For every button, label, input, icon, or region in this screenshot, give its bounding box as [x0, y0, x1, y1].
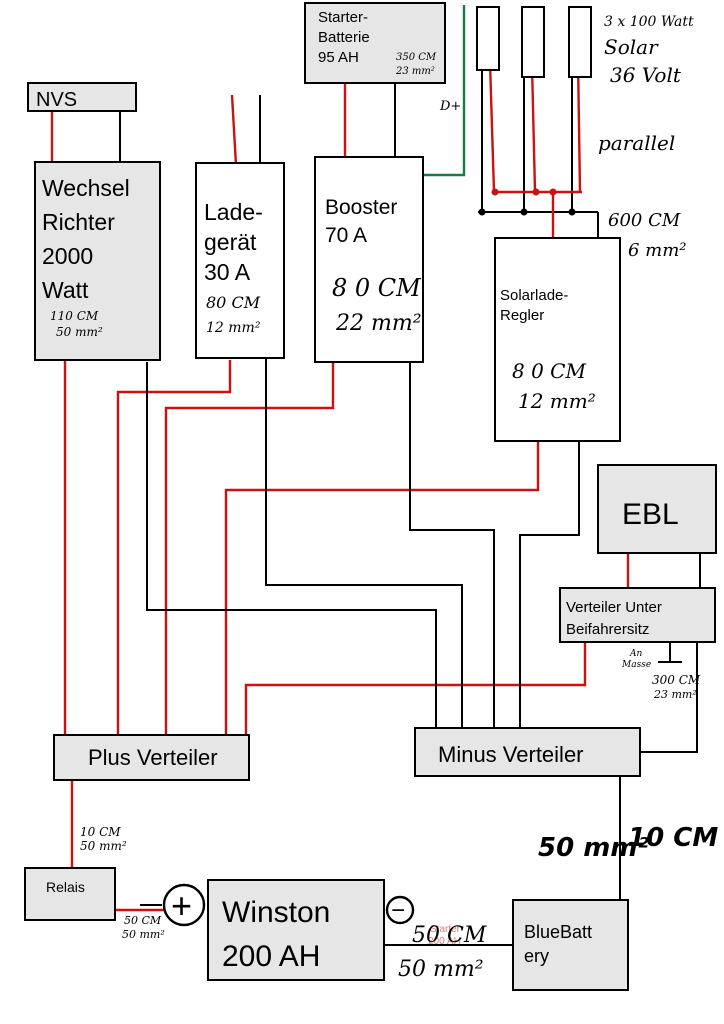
junction-dot	[568, 208, 576, 216]
minus-cable-length: 10 CM	[628, 823, 718, 853]
ebl-label: EBL	[622, 498, 679, 531]
starter-line-1: Starter-	[318, 9, 368, 26]
solar-line-2: Solar	[604, 35, 659, 59]
relay-label: Relais	[46, 879, 85, 895]
wire-solar-1-plus	[488, 61, 496, 193]
wire-booster-minus	[409, 360, 495, 742]
wire-seat-to-minus	[640, 640, 698, 753]
battery-link-cable-length: 50 CM	[412, 923, 487, 948]
relay-battery-cable-section: 50 mm²	[122, 928, 165, 941]
starter-cable-length: 350 CM	[396, 52, 437, 63]
solar-panel-1	[476, 6, 500, 71]
inverter-cable-length: 110 CM	[50, 309, 99, 323]
solar-line-1: 3 x 100 Watt	[604, 14, 694, 30]
distributor-seat-line-2: Beifahrersitz	[566, 621, 649, 638]
minus-cable-section: 50 mm²	[538, 833, 649, 863]
junction-dot	[549, 188, 557, 196]
charger-line-2: gerät	[204, 229, 257, 255]
ground-label-2: Masse	[621, 660, 651, 670]
wire-regulator-minus	[519, 440, 580, 742]
bluebattery-box	[512, 899, 629, 991]
inverter-box	[34, 161, 161, 361]
inverter-line-2: Richter	[42, 209, 115, 235]
relay-battery-cable-length: 50 CM	[124, 914, 162, 927]
relay-cable-section: 50 mm²	[80, 839, 127, 853]
solar-regulator-box	[494, 237, 621, 442]
wire-booster-plus	[164, 362, 335, 735]
strikethrough-note-2: 200 AH	[428, 936, 461, 947]
solar-line-3: 36 Volt	[610, 63, 682, 87]
booster-cable-length: 8 0 CM	[332, 274, 422, 302]
starter-battery-box	[304, 2, 446, 84]
starter-cable-section: 23 mm²	[395, 66, 435, 77]
regulator-line-1: Solarlade-	[500, 287, 568, 304]
charger-cable-section: 12 mm²	[206, 320, 261, 336]
ebl-box	[597, 464, 717, 554]
junction-dot	[532, 188, 540, 196]
starter-line-3: 95 AH	[318, 49, 359, 66]
inverter-line-1: Wechsel	[42, 175, 130, 201]
minus-terminal-icon	[385, 895, 415, 925]
wire-shore-plus	[230, 94, 238, 166]
distributor-seat-line-1: Verteiler Unter	[566, 599, 662, 616]
relay-box	[24, 867, 116, 921]
charger-line-3: 30 A	[204, 259, 251, 285]
regulator-line-2: Regler	[500, 307, 544, 324]
wire-inverter-minus	[146, 362, 437, 742]
strikethrough-note-1: Starter	[430, 924, 461, 935]
junction-dot	[520, 208, 528, 216]
ground-label-1: An	[629, 649, 642, 659]
plus-terminal-icon	[162, 883, 206, 927]
ground-cable-length: 300 CM	[652, 673, 701, 687]
boxes: NVS Wechsel Richter 2000 Watt 110 CM 50 …	[24, 2, 718, 991]
solar-cable-length: 600 CM	[608, 210, 681, 231]
battery-link-cable-section: 50 mm²	[398, 957, 484, 982]
bluebattery-line-2: ery	[524, 946, 549, 966]
solar-panel-3	[568, 6, 592, 78]
wire-solar-3-plus	[576, 59, 582, 193]
wire-seat-plus	[244, 642, 587, 735]
wire-charger-minus	[265, 355, 463, 742]
regulator-cable-section: 12 mm²	[518, 389, 596, 413]
ground-cable-section: 23 mm²	[653, 688, 697, 701]
winston-battery-box	[207, 879, 385, 981]
booster-line-1: Booster	[325, 196, 397, 219]
junction-dot	[491, 188, 499, 196]
minus-distributor-box	[414, 727, 641, 777]
booster-cable-section: 22 mm²	[335, 311, 422, 336]
booster-line-2: 70 A	[325, 224, 367, 247]
plus-distributor-box	[53, 734, 250, 781]
inverter-line-4: Watt	[42, 277, 89, 303]
charger-cable-length: 80 CM	[206, 293, 261, 312]
parallel-label: parallel	[598, 131, 675, 155]
wire-charger-plus	[116, 360, 232, 735]
bluebattery-line-1: BlueBatt	[524, 922, 592, 942]
wire-regulator-plus	[224, 432, 540, 735]
wire-solar-2-plus	[530, 64, 537, 193]
junction-dot	[478, 208, 486, 216]
regulator-cable-length: 8 0 CM	[512, 359, 586, 383]
inverter-line-3: 2000	[42, 243, 93, 269]
charger-line-1: Lade-	[204, 199, 263, 225]
nvs-box	[27, 82, 137, 112]
solar-panel-2	[521, 6, 545, 78]
d-plus-label: D+	[439, 99, 461, 114]
inverter-cable-section: 50 mm²	[56, 325, 103, 339]
winston-line-2: 200 AH	[222, 940, 320, 973]
winston-line-1: Winston	[222, 896, 330, 929]
minus-distributor-label: Minus Verteiler	[438, 742, 584, 767]
plus-distributor-label: Plus Verteiler	[88, 745, 218, 770]
solar-cable-section: 6 mm²	[628, 240, 687, 261]
wire-d-plus	[424, 5, 466, 177]
booster-box	[314, 156, 424, 363]
charger-box	[195, 162, 285, 359]
starter-line-2: Batterie	[318, 29, 370, 46]
nvs-label: NVS	[36, 89, 77, 111]
plus-terminal-sign: +	[171, 885, 192, 926]
relay-cable-length: 10 CM	[80, 825, 121, 839]
minus-terminal-sign: −	[391, 897, 405, 924]
distributor-seat-box	[559, 587, 716, 643]
wires	[50, 5, 701, 946]
